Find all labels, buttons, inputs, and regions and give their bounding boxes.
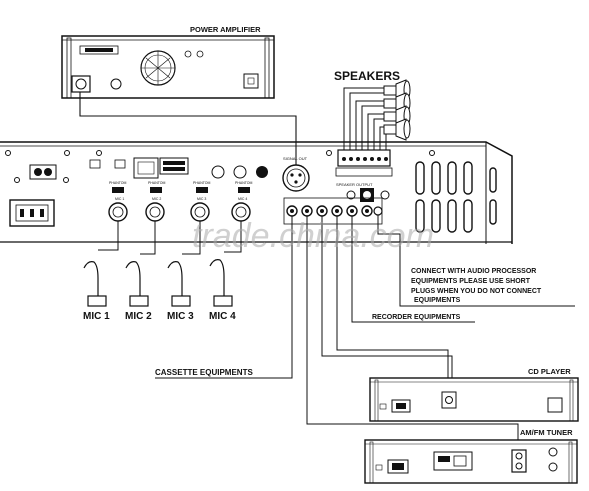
mic1-label: MIC 1 [83, 311, 110, 322]
note-line: PLUGS WHEN YOU DO NOT CONNECT [411, 288, 542, 295]
phantom-label: PHANTOM [193, 181, 211, 185]
mic4-label: MIC 4 [209, 311, 236, 322]
mic-input-label: MIC 1 [115, 197, 124, 201]
phantom-label: PHANTOM [109, 181, 127, 185]
microphones [83, 221, 242, 307]
fan-grille [140, 50, 176, 86]
speakers: SPEAKERS [334, 69, 411, 152]
microphone-3 [167, 221, 201, 307]
microphone-1 [83, 221, 119, 307]
mixer-amplifier-rear-panel: SPEAKER OUTPUT SIGNAL OUT PHANTO [0, 141, 513, 244]
vent-slots [415, 161, 497, 233]
am-fm-tuner: AM/FM TUNER [364, 428, 578, 484]
audio-processor-note: CONNECT WITH AUDIO PROCESSOR EQUIPMENTS … [411, 268, 542, 304]
phantom-switch-group: PHANTOM PHANTOM PHANTOM PHANTOM [109, 181, 253, 193]
mic-input-label: MIC 3 [197, 197, 206, 201]
speaker-output-label: SPEAKER OUTPUT [336, 182, 373, 187]
note-line: EQUIPMENTS PLEASE USE SHORT [411, 278, 531, 285]
cd-player: CD PLAYER [369, 367, 579, 422]
phantom-label: PHANTOM [235, 181, 253, 185]
speakers-label: SPEAKERS [334, 69, 400, 83]
mic-input-label: MIC 2 [152, 197, 161, 201]
signal-out-label: SIGNAL OUT [283, 156, 308, 161]
cable-to-power-amplifier [79, 92, 297, 165]
power-amplifier-label: POWER AMPLIFIER [190, 25, 261, 34]
tuner-label: AM/FM TUNER [520, 428, 573, 437]
microphone-2 [125, 221, 156, 307]
mic3-label: MIC 3 [167, 311, 194, 322]
note-line: EQUIPMENTS [414, 297, 461, 304]
watermark: trade.china.com [192, 217, 434, 255]
speaker-output-terminals: SPEAKER OUTPUT [335, 149, 393, 202]
phantom-label: PHANTOM [148, 181, 166, 185]
power-amplifier: POWER AMPLIFIER [61, 25, 275, 99]
speaker-unit [383, 118, 411, 141]
note-line: CONNECT WITH AUDIO PROCESSOR [411, 268, 536, 275]
mic2-label: MIC 2 [125, 311, 152, 322]
recorder-label: RECORDER EQUIPMENTS [372, 314, 461, 321]
cassette-label: CASSETTE EQUIPMENTS [155, 368, 253, 377]
rca-jacks [283, 197, 383, 225]
signal-cables [155, 215, 575, 452]
mic-input-label: MIC 4 [238, 197, 247, 201]
cd-player-label: CD PLAYER [528, 367, 571, 376]
microphone-4 [209, 221, 242, 307]
